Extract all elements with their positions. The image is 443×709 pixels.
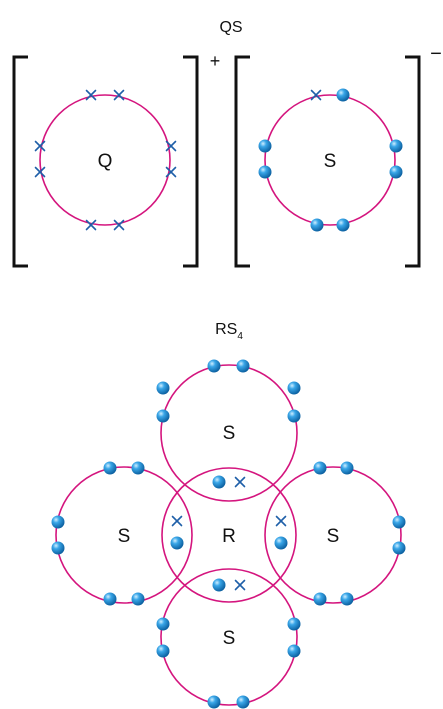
bond-bottom	[212, 578, 246, 592]
formula-rs4-main: RS	[215, 321, 237, 338]
top-s-symbol: S	[223, 423, 236, 444]
left-ion-open-bracket	[12, 55, 28, 268]
electron-dot-icon	[287, 381, 301, 395]
electron-dot-icon	[156, 617, 170, 631]
electron-cross-icon	[34, 140, 46, 152]
positive-charge: +	[210, 51, 221, 71]
electron-dot-icon	[51, 541, 65, 555]
electron-cross-icon	[85, 89, 97, 101]
s-ion-symbol: S	[324, 151, 337, 172]
electron-dot-icon	[313, 592, 327, 606]
right-s-shell	[264, 466, 402, 604]
electron-dot-icon	[258, 165, 272, 179]
electron-dot-icon	[103, 461, 117, 475]
left-s-symbol: S	[118, 526, 131, 547]
right-s-symbol: S	[327, 526, 340, 547]
electron-dot-icon	[207, 359, 221, 373]
electron-dot-icon	[340, 461, 354, 475]
formula-qs: QS	[219, 19, 242, 36]
bond-right	[274, 515, 288, 550]
electron-dot-icon	[236, 359, 250, 373]
electron-dot-icon	[310, 218, 324, 232]
right-ion-open-bracket	[234, 55, 250, 268]
electron-dot-icon	[212, 578, 226, 592]
electron-dot-icon	[156, 381, 170, 395]
bottom-s-symbol: S	[223, 628, 236, 649]
electron-dot-icon	[156, 644, 170, 658]
electron-dot-icon	[103, 592, 117, 606]
electron-dot-icon	[258, 139, 272, 153]
electron-cross-icon	[165, 166, 177, 178]
r-shell	[161, 467, 297, 603]
electron-dot-icon	[336, 88, 350, 102]
top-s-shell	[160, 364, 298, 502]
left-ion-close-bracket	[183, 55, 199, 268]
electron-dot-icon	[336, 218, 350, 232]
bond-top	[212, 475, 246, 489]
electron-dot-icon	[340, 592, 354, 606]
left-s-electrons	[51, 461, 145, 606]
formula-rs4-subscript: 4	[237, 331, 243, 342]
electron-dot-icon	[170, 536, 184, 550]
negative-charge: −	[430, 43, 442, 65]
electron-dot-icon	[392, 541, 406, 555]
electron-cross-icon	[234, 579, 246, 591]
atom-s-ion: S	[258, 88, 403, 232]
top-s-electrons	[156, 359, 301, 423]
electron-cross-icon	[113, 89, 125, 101]
electron-dot-icon	[287, 644, 301, 658]
electron-cross-icon	[85, 219, 97, 231]
electron-cross-icon	[113, 219, 125, 231]
electron-dot-icon	[156, 409, 170, 423]
electron-cross-icon	[310, 89, 322, 101]
left-s-shell	[55, 466, 193, 604]
atom-q: Q	[34, 89, 177, 231]
q-shell	[39, 94, 171, 226]
right-ion-close-bracket	[405, 55, 421, 268]
electron-cross-icon	[275, 515, 287, 527]
electron-dot-icon	[389, 165, 403, 179]
electron-dot-icon	[287, 617, 301, 631]
s-ion-shell	[264, 94, 396, 226]
electron-dot-icon	[236, 695, 250, 709]
electron-dot-icon	[392, 515, 406, 529]
electron-dot-icon	[389, 139, 403, 153]
electron-cross-icon	[234, 476, 246, 488]
formula-rs4: RS4	[215, 321, 243, 342]
electron-dot-icon	[287, 409, 301, 423]
bottom-s-shell	[160, 568, 298, 706]
q-symbol: Q	[98, 151, 113, 172]
electron-cross-icon	[171, 515, 183, 527]
electron-dot-icon	[131, 592, 145, 606]
electron-dot-icon	[313, 461, 327, 475]
electron-dot-icon	[274, 536, 288, 550]
electron-dot-icon	[212, 475, 226, 489]
electron-dot-icon	[51, 515, 65, 529]
r-symbol: R	[222, 526, 236, 547]
bond-left	[170, 515, 184, 550]
electron-dot-icon	[207, 695, 221, 709]
electron-dot-icon	[131, 461, 145, 475]
